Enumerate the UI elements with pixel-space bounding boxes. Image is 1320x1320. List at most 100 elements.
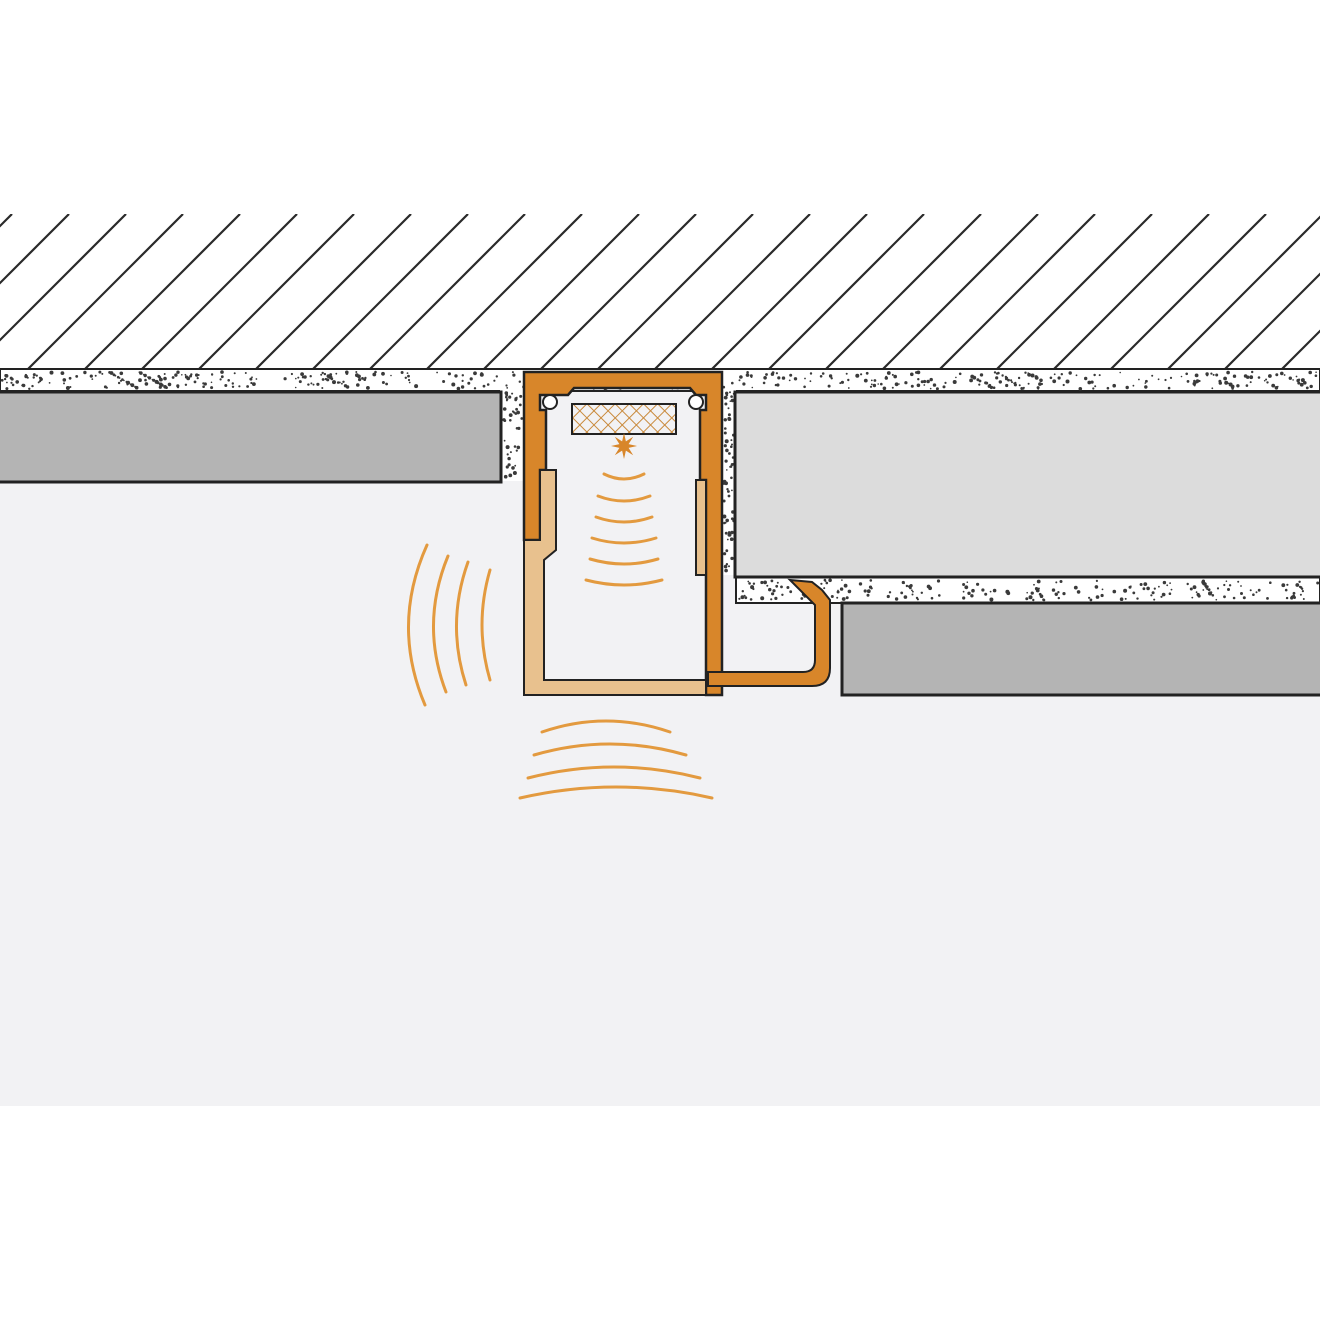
adhesive-speckle [0,378,4,382]
adhesive-speckle [730,445,733,449]
adhesive-speckle [776,383,780,387]
adhesive-speckle [503,474,508,479]
adhesive-speckle [725,393,729,397]
adhesive-speckle [1145,379,1148,383]
adhesive-speckle [514,464,517,467]
hatch-line [369,214,526,369]
right-lower-tile [840,601,1320,697]
hatch-line [255,214,412,369]
adhesive-speckle [910,372,914,377]
adhesive-speckle [1010,379,1013,382]
adhesive-speckle [724,531,728,535]
adhesive-speckle [1088,596,1091,599]
adhesive-speckle [904,381,908,385]
adhesive-speckle [788,379,791,382]
adhesive-speckle [159,377,163,382]
adhesive-speckle [406,372,409,374]
adhesive-speckle [357,374,361,379]
adhesive-speckle [786,586,790,589]
adhesive-speckle [196,377,199,380]
adhesive-speckle [1194,373,1199,378]
adhesive-speckle [21,383,26,388]
adhesive-speckle [493,379,496,382]
adhesive-speckle [962,596,966,600]
adhesive-speckle [769,589,771,591]
adhesive-speckle [938,594,941,597]
adhesive-speckle [309,375,312,378]
adhesive-speckle [726,538,729,541]
adhesive-speckle [730,517,734,521]
adhesive-speckle [513,445,517,448]
adhesive-speckle [518,403,522,407]
adhesive-speckle [863,378,868,383]
adhesive-speckle [3,377,7,381]
adhesive-speckle [1268,374,1272,378]
adhesive-speckle [981,588,985,592]
adhesive-speckle [819,375,823,378]
adhesive-speckle [1090,380,1094,384]
adhesive-speckle [503,419,507,422]
adhesive-speckle [905,584,909,588]
adhesive-speckle [26,376,29,379]
adhesive-speckle [461,374,464,377]
adhesive-speckle [48,382,51,384]
adhesive-speckle [1299,593,1302,596]
adhesive-speckle [962,583,966,586]
adhesive-speckle [1119,597,1124,601]
adhesive-speckle [1314,374,1318,378]
adhesive-speckle [1153,587,1156,590]
adhesive-speckle [1195,591,1198,594]
adhesive-speckle [1266,597,1269,600]
adhesive-speckle [381,371,385,376]
adhesive-speckle [512,373,516,377]
adhesive-speckle [101,372,104,375]
adhesive-speckle [971,588,975,593]
adhesive-speckle [1236,384,1240,388]
wave-arc [407,543,429,707]
adhesive-speckle [1195,379,1200,383]
adhesive-speckle [1316,581,1320,585]
adhesive-speckle [174,373,178,377]
adhesive-speckle [1232,374,1237,378]
hatch-line [540,214,697,369]
adhesive-speckle [303,375,307,379]
adhesive-speckle [118,377,121,379]
adhesive-speckle [1094,385,1097,388]
adhesive-speckle [307,383,310,386]
adhesive-speckle [1138,378,1140,381]
adhesive-speckle [1106,386,1110,390]
adhesive-speckle [839,382,842,385]
adhesive-speckle [1004,377,1008,381]
adhesive-speckle [888,591,892,594]
adhesive-speckle [1277,385,1279,388]
adhesive-speckle [163,376,167,381]
adhesive-speckle [516,410,520,415]
adhesive-speckle [727,490,730,493]
adhesive-speckle [731,489,733,492]
adhesive-speckle [972,375,977,380]
adhesive-speckle [1073,585,1078,590]
adhesive-speckle [1095,579,1098,583]
adhesive-speckle [163,373,166,375]
adhesive-speckle [930,596,934,600]
adhesive-speckle [1006,591,1011,596]
adhesive-speckle [152,378,156,382]
adhesive-speckle [1202,589,1205,591]
adhesive-speckle [1232,596,1236,600]
adhesive-speckle [1062,383,1065,387]
wave-arc [526,765,702,780]
adhesive-speckle [969,378,973,383]
adhesive-speckle [1295,375,1298,378]
adhesive-speckle [105,386,108,389]
adhesive-speckle [730,530,734,535]
adhesive-speckle [900,591,904,595]
adhesive-speckle [723,444,727,448]
adhesive-speckle [320,373,323,376]
adhesive-speckle [400,371,404,374]
adhesive-speckle [94,374,97,377]
adhesive-speckle [246,385,250,388]
adhesive-speckle [68,376,72,380]
adhesive-speckle [336,381,340,384]
adhesive-speckle [158,385,162,389]
adhesive-speckle [1062,592,1066,596]
